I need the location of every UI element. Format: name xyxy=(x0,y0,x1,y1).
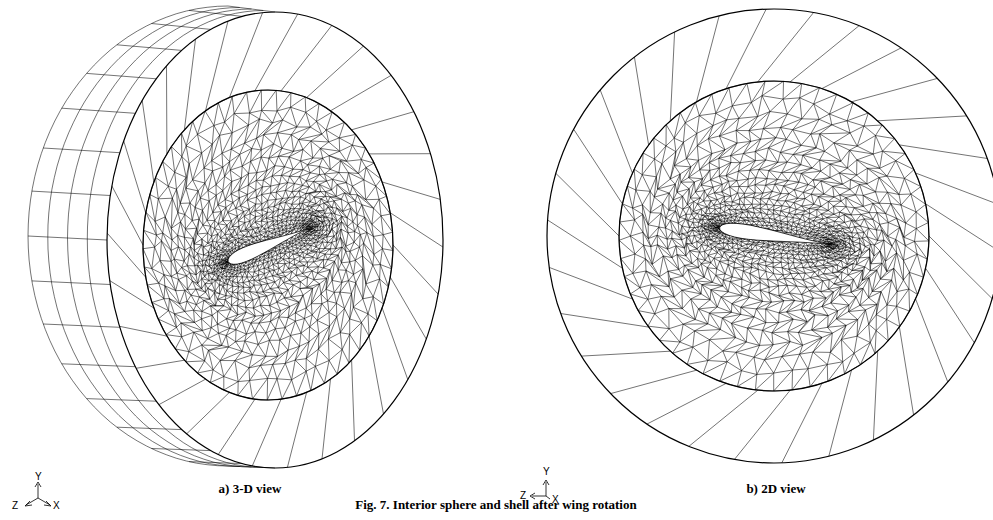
shell-lines xyxy=(28,6,443,468)
axis-arrow xyxy=(25,501,32,506)
triangular-mesh xyxy=(143,90,393,400)
shell-lines xyxy=(548,9,993,463)
axis-line xyxy=(26,498,38,505)
outer-circle xyxy=(547,9,993,463)
axis-label: Z xyxy=(12,500,18,511)
axis-arrow xyxy=(35,482,41,487)
shell-2d xyxy=(547,9,993,463)
subfigure-label: b) 2D view xyxy=(746,481,805,497)
axis-label: X xyxy=(53,500,60,511)
axis-line xyxy=(546,482,547,496)
subfigure-label: a) 3-D view xyxy=(219,481,282,497)
axis-arrow xyxy=(543,480,549,485)
axis-line xyxy=(38,498,50,505)
wing-section xyxy=(228,229,308,265)
axis-line xyxy=(38,484,39,498)
mesh-lines xyxy=(28,6,993,468)
axis-label: Y xyxy=(543,466,550,477)
shell-3d xyxy=(107,12,443,468)
figure-caption: Fig. 7. Interior sphere and shell after … xyxy=(355,497,636,513)
wing-section xyxy=(720,223,829,244)
inner-sphere-edge xyxy=(143,90,393,400)
front-outer-edge xyxy=(107,12,443,468)
triangular-mesh xyxy=(619,81,929,391)
axis-arrow xyxy=(44,501,51,506)
axis-label: Y xyxy=(35,471,42,482)
wing-sections xyxy=(228,223,828,264)
inner-circle xyxy=(619,81,929,391)
axis-line xyxy=(532,496,546,497)
